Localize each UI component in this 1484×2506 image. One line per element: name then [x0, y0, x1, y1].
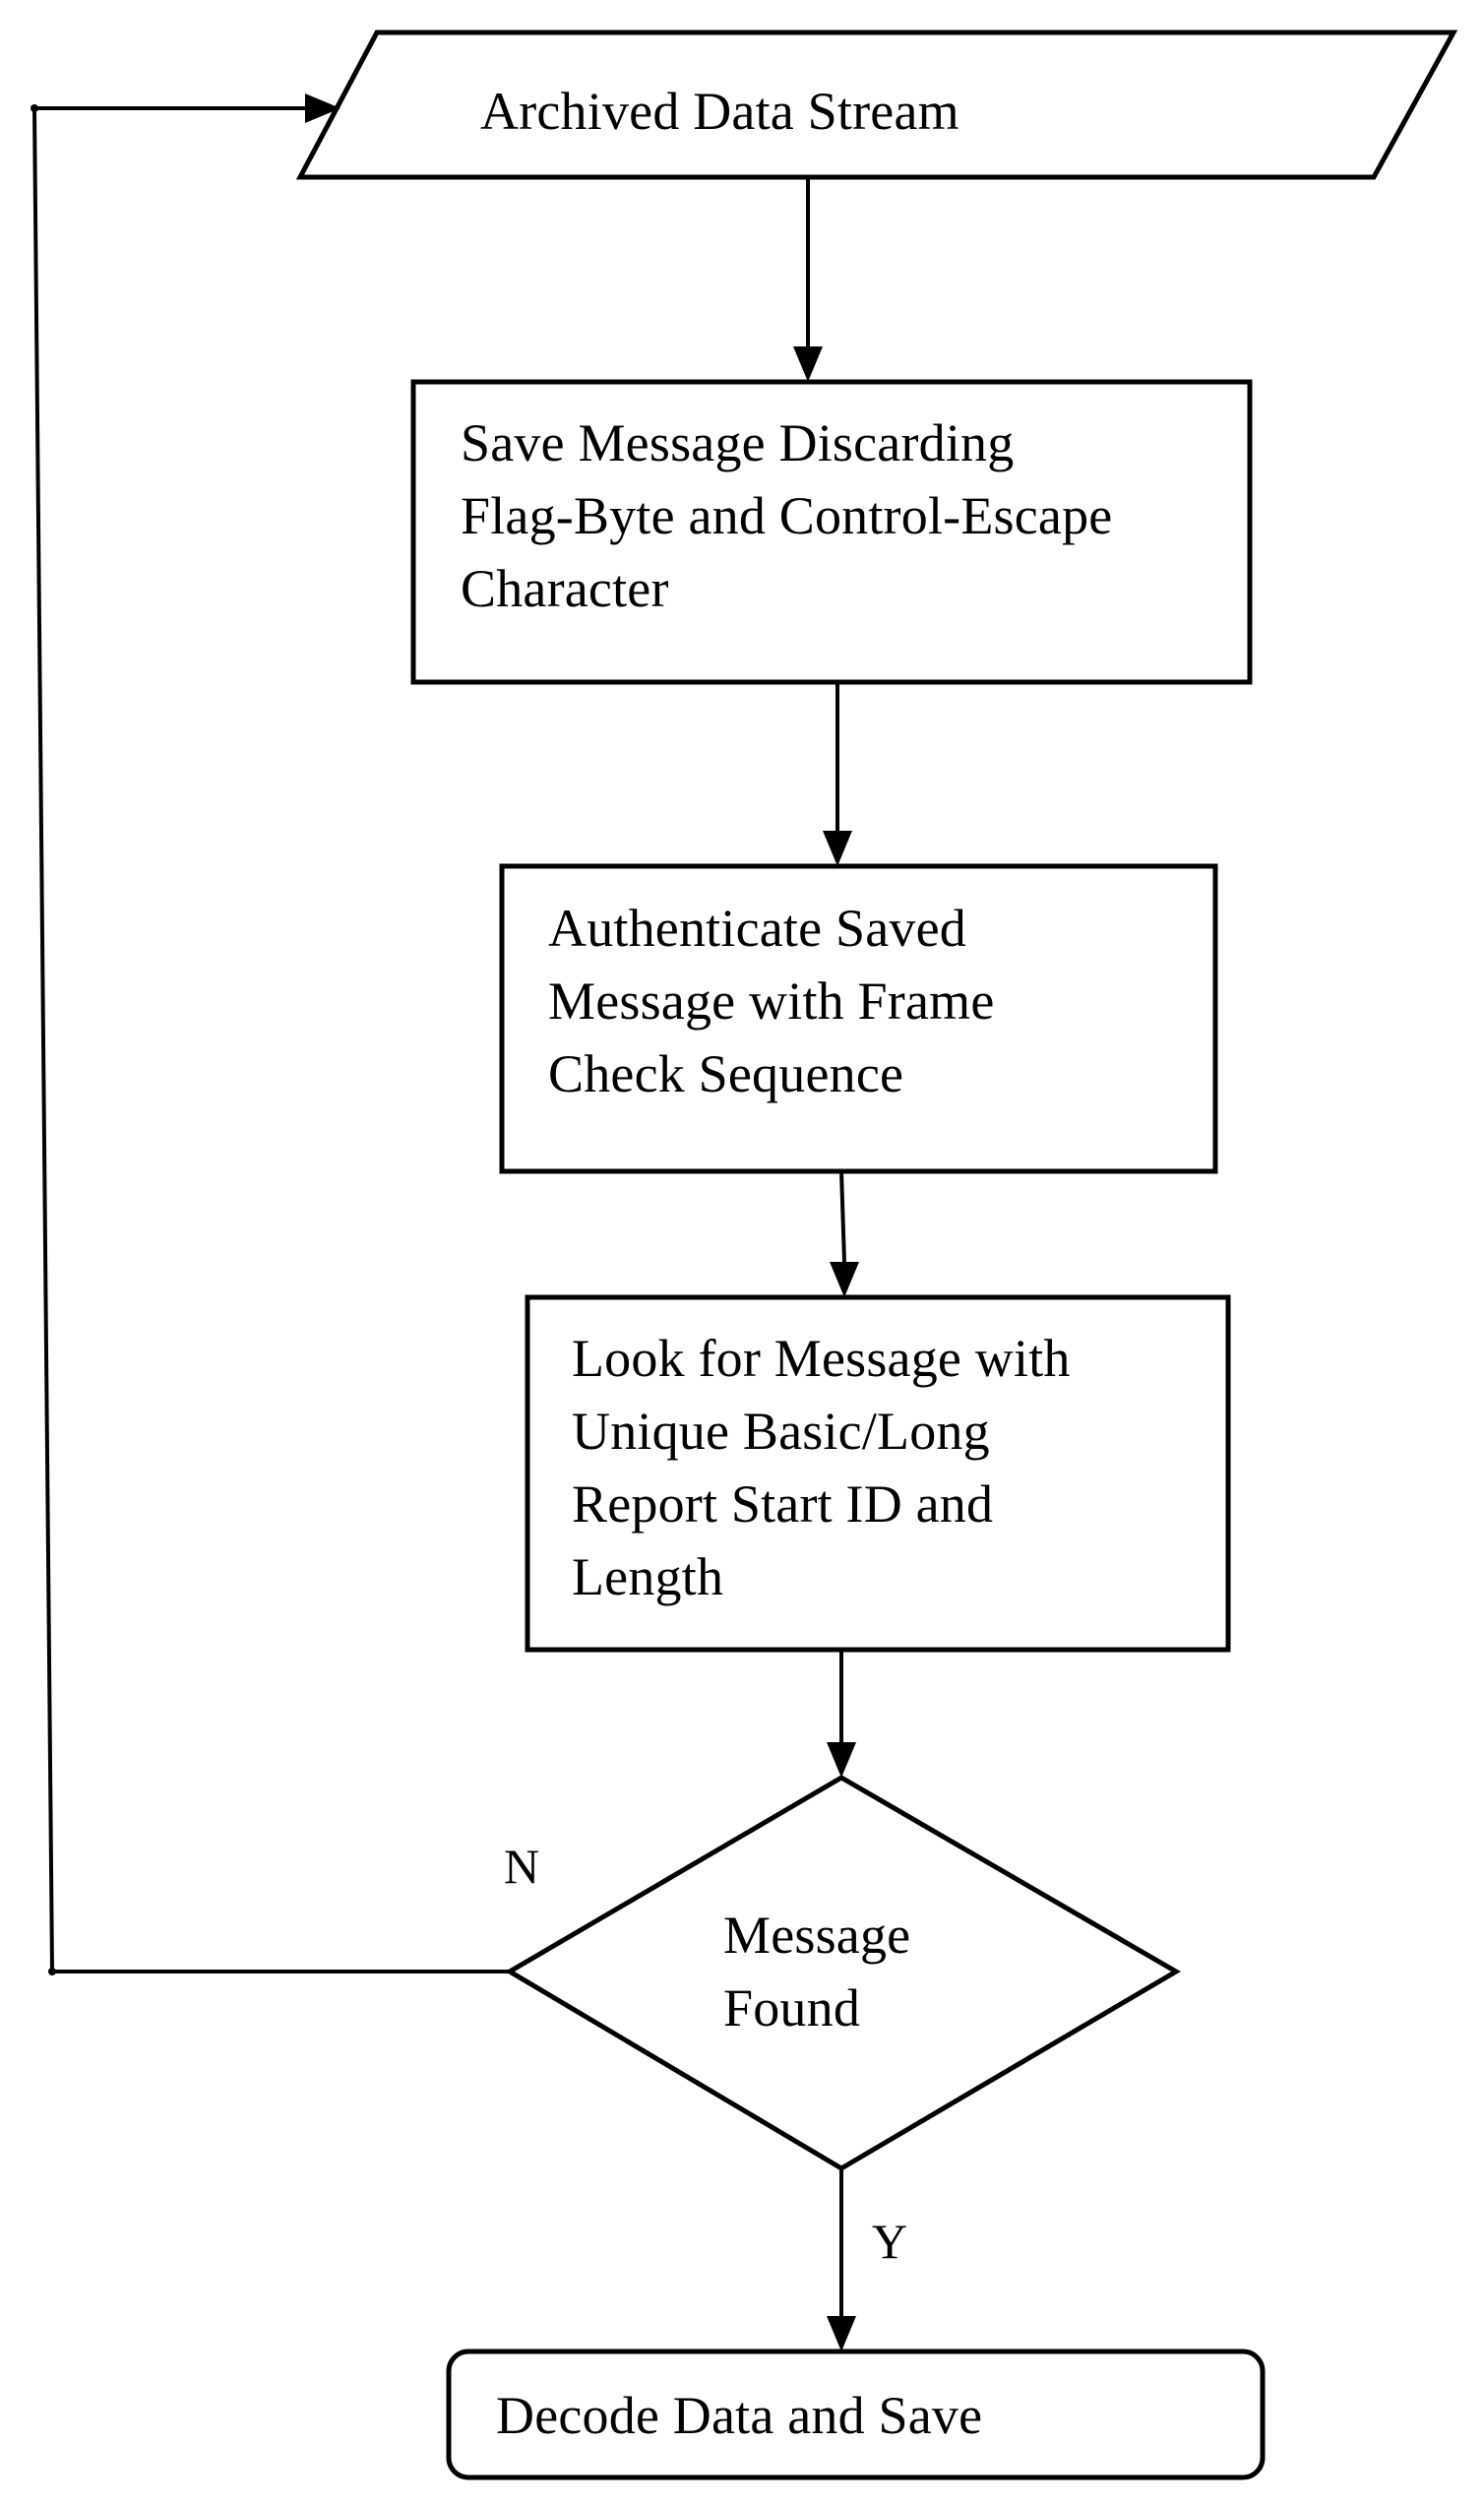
no-branch-label: N — [504, 1839, 540, 1894]
save-message-label: Save Message Discarding Flag-Byte and Co… — [461, 413, 1113, 618]
message-found-label: Message Found — [723, 1906, 911, 2037]
archived-data-stream-label: Archived Data Stream — [480, 82, 959, 141]
look-for-message-label: Look for Message with Unique Basic/Long … — [572, 1329, 1071, 1606]
connector-authenticate-to-look — [839, 1170, 846, 1263]
archived-data-stream-parallelogram — [295, 30, 1458, 180]
yes-branch-label: Y — [872, 2214, 908, 2269]
connector-decision-no-loop — [31, 106, 510, 1973]
arrowhead-authenticate — [823, 831, 852, 866]
arrowhead-look — [830, 1262, 859, 1297]
decode-data-box — [446, 2349, 1266, 2480]
arrowhead-decision — [827, 1742, 856, 1778]
authenticate-label: Authenticate Saved Message with Frame Ch… — [548, 899, 995, 1103]
loop-corner-dot-bottom — [48, 1968, 56, 1975]
arrowhead-decode — [827, 2316, 856, 2351]
arrowhead-save — [793, 346, 823, 382]
save-message-box — [410, 379, 1253, 685]
loop-corner-dot-top — [31, 104, 38, 112]
look-for-message-box — [525, 1294, 1231, 1653]
authenticate-box — [499, 863, 1218, 1174]
arrowhead-loop-input — [305, 94, 340, 123]
decode-data-label: Decode Data and Save — [496, 2386, 983, 2445]
